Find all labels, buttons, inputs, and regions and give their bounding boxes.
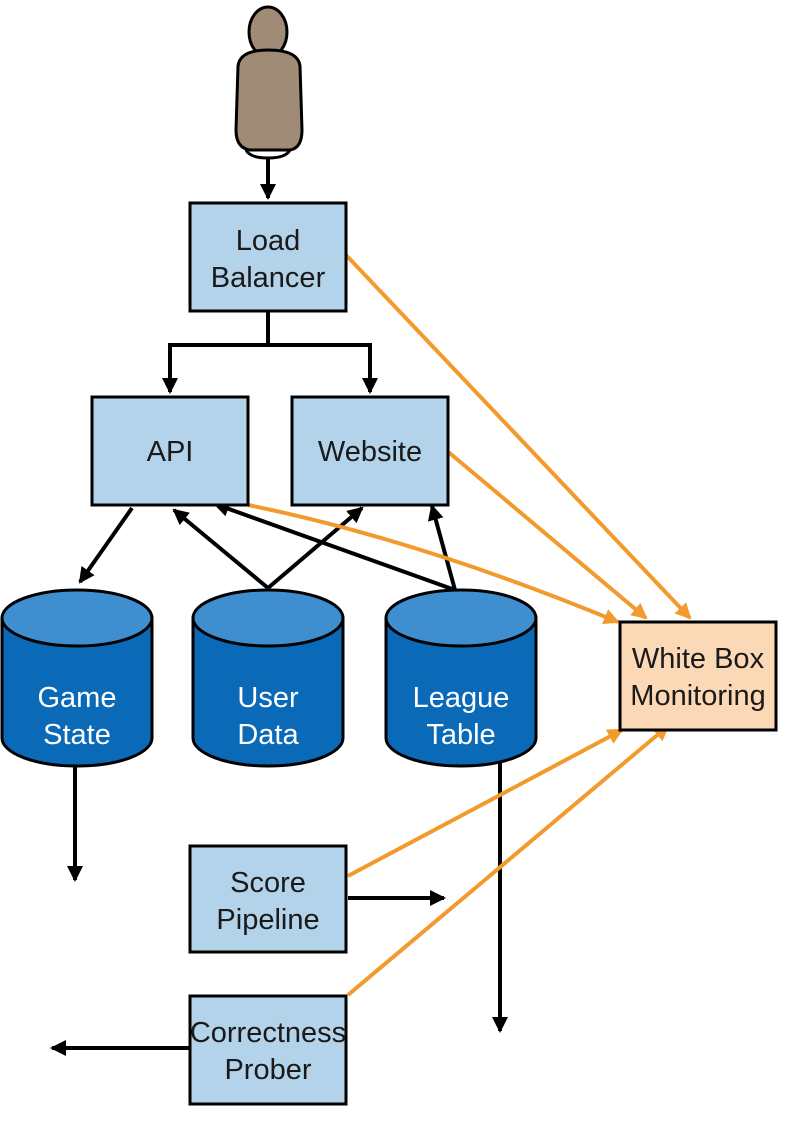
- arrow-league-table-to-api: [213, 501, 456, 592]
- game-state-label-line2: State: [43, 719, 111, 751]
- load-balancer-box: Load Balancer: [188, 201, 348, 313]
- correctness-prober-box: Correctness Prober: [188, 994, 348, 1106]
- user-data-database: User Data: [191, 588, 345, 768]
- game-state-database: Game State: [0, 588, 154, 768]
- arrow-league-table-to-website: [427, 504, 457, 591]
- score-pipeline-label-line2: Pipeline: [216, 904, 319, 936]
- connections-orange: [247, 253, 692, 997]
- api-label: API: [147, 436, 194, 468]
- arrow-user-data-to-api: [172, 508, 270, 590]
- load-balancer-label-line1: Load: [236, 225, 301, 257]
- website-box: Website: [290, 395, 450, 507]
- correctness-prober-label-line2: Prober: [224, 1054, 311, 1086]
- arrow-load-balancer-to-monitoring: [344, 253, 692, 620]
- arrow-api-to-game-state: [78, 506, 134, 584]
- league-table-database: League Table: [384, 588, 538, 768]
- load-balancer-label-line2: Balancer: [211, 262, 326, 294]
- connections-black: [50, 158, 508, 1056]
- arrow-score-pipeline-to-monitoring: [347, 728, 624, 878]
- score-pipeline-label-line1: Score: [230, 867, 306, 899]
- game-state-label-line1: Game: [38, 682, 117, 714]
- league-table-label-line1: League: [413, 682, 510, 714]
- arrow-website-to-monitoring: [444, 448, 648, 620]
- user-figure-icon: [234, 5, 304, 160]
- arrow-load-balancer-to-website: [268, 343, 378, 394]
- white-box-monitoring-label-line1: White Box: [632, 643, 765, 675]
- arrow-load-balancer-to-api: [162, 312, 270, 394]
- arrow-user-data-to-website: [266, 506, 364, 590]
- score-pipeline-box: Score Pipeline: [188, 844, 348, 954]
- correctness-prober-label-line1: Correctness: [190, 1017, 346, 1049]
- white-box-monitoring-box: White Box Monitoring: [618, 620, 778, 732]
- website-label: Website: [318, 436, 422, 468]
- user-data-label-line2: Data: [237, 719, 299, 751]
- arrow-prober-to-monitoring: [346, 724, 670, 997]
- white-box-monitoring-label-line2: Monitoring: [630, 680, 765, 712]
- league-table-label-line2: Table: [426, 719, 495, 751]
- arrow-api-to-monitoring: [247, 503, 620, 625]
- api-box: API: [90, 395, 250, 507]
- user-data-label-line1: User: [237, 682, 299, 714]
